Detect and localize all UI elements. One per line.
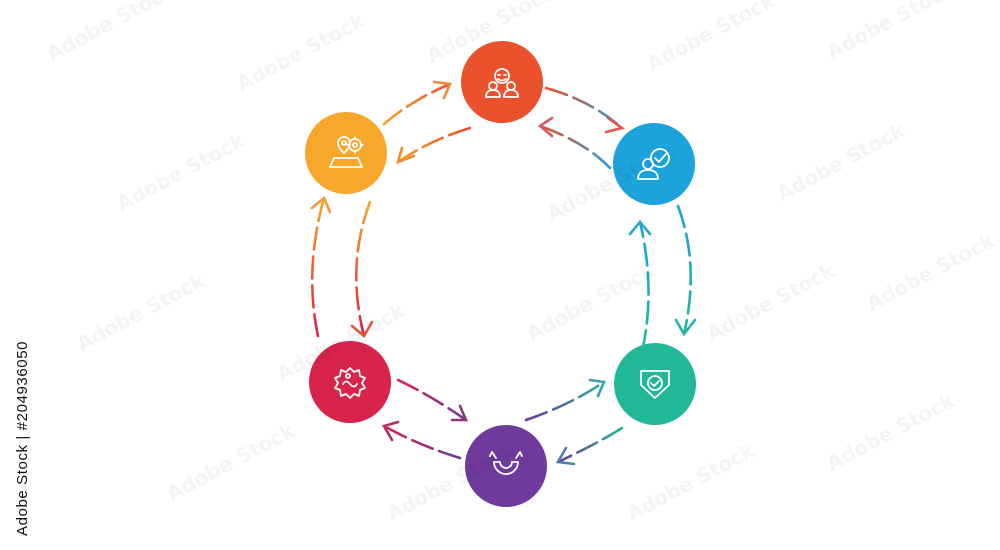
virus-icon	[334, 367, 366, 399]
magnet-node	[465, 425, 547, 507]
nodes-layer	[305, 41, 696, 507]
location-pin-gear-icon	[329, 136, 364, 168]
magnet-node-circle	[465, 425, 547, 507]
shield-node	[614, 343, 696, 425]
outer-clockwise-arrows	[310, 80, 697, 466]
inner-counterclockwise-arrows	[350, 116, 652, 422]
shield-check-icon	[640, 370, 670, 399]
location-node-circle	[305, 112, 387, 194]
team-node-circle	[461, 41, 543, 123]
virus-node	[309, 341, 391, 423]
user-checkmark-icon	[637, 148, 670, 180]
magnet-icon	[489, 451, 523, 475]
arrow-magnet-to-virus	[382, 424, 462, 460]
virus-node-circle	[309, 341, 391, 423]
stock-id-text: Adobe Stock | #204936050	[14, 340, 31, 536]
location-node	[305, 112, 387, 194]
arrow-magnet-to-shield	[524, 380, 606, 422]
arrow-location-to-team	[382, 82, 452, 126]
arrow-team-to-location	[396, 126, 472, 164]
arrow-team-to-user	[544, 86, 624, 130]
arrow-virus-to-location	[310, 196, 326, 338]
arrow-user-to-shield	[676, 204, 693, 336]
arrow-shield-to-user	[638, 220, 650, 354]
team-people-icon	[485, 68, 519, 98]
arrow-location-to-virus	[354, 200, 372, 338]
team-node	[461, 41, 543, 123]
arrow-virus-to-magnet	[396, 378, 468, 422]
user-approved-node	[613, 123, 695, 205]
arrow-shield-to-magnet	[556, 426, 624, 464]
arrow-user-to-team	[538, 124, 612, 170]
